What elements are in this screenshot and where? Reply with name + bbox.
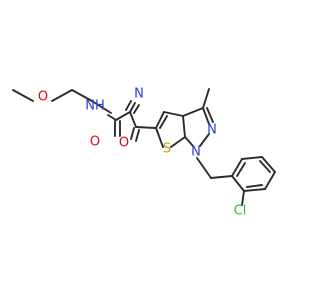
- bond: [133, 104, 140, 114]
- ketone-oxygen: O: [119, 136, 129, 151]
- bond: [206, 107, 214, 123]
- bond: [125, 100, 132, 111]
- bond: [243, 188, 266, 192]
- bond: [135, 129, 140, 142]
- chlorine-atom: Cl: [234, 204, 247, 219]
- bond: [155, 111, 165, 129]
- bond: [210, 175, 233, 179]
- bond: [182, 115, 186, 138]
- molecule-diagram: N O O O NH S N N Cl: [12, 87, 276, 219]
- bond: [264, 171, 276, 190]
- bond: [159, 115, 168, 129]
- amide-nitrogen: NH: [85, 99, 105, 114]
- thiophene-sulfur: S: [163, 142, 171, 157]
- nitrile-nitrogen: N: [134, 87, 144, 102]
- bond: [115, 111, 131, 121]
- atom-labels: N O O O NH S N N Cl: [38, 87, 246, 219]
- bonds: [12, 88, 276, 206]
- bond: [236, 162, 246, 177]
- bond: [129, 111, 137, 128]
- bond: [199, 133, 210, 147]
- bond: [246, 184, 263, 188]
- bond: [130, 127, 135, 140]
- bond: [202, 88, 210, 109]
- bond: [155, 127, 164, 148]
- bond: [261, 156, 276, 173]
- ether-oxygen: O: [38, 90, 48, 105]
- bond: [182, 107, 204, 117]
- bond: [170, 136, 186, 148]
- bond: [202, 107, 210, 125]
- bond: [231, 158, 243, 177]
- amide-carbonyl-oxygen: O: [90, 135, 100, 150]
- bond: [71, 89, 93, 102]
- bond: [241, 190, 245, 206]
- bond: [91, 100, 112, 114]
- bond: [107, 114, 117, 121]
- bond: [163, 111, 184, 117]
- bond: [129, 102, 136, 113]
- bond: [184, 136, 194, 147]
- bond: [241, 156, 263, 160]
- bond: [12, 89, 34, 102]
- bond: [135, 126, 157, 129]
- bond: [196, 157, 212, 179]
- pyrazole-nitrogen-2: N: [207, 123, 217, 138]
- bond: [51, 89, 73, 102]
- pyrazole-nitrogen-1: N: [191, 145, 201, 160]
- bond: [231, 175, 245, 192]
- bond: [259, 160, 271, 173]
